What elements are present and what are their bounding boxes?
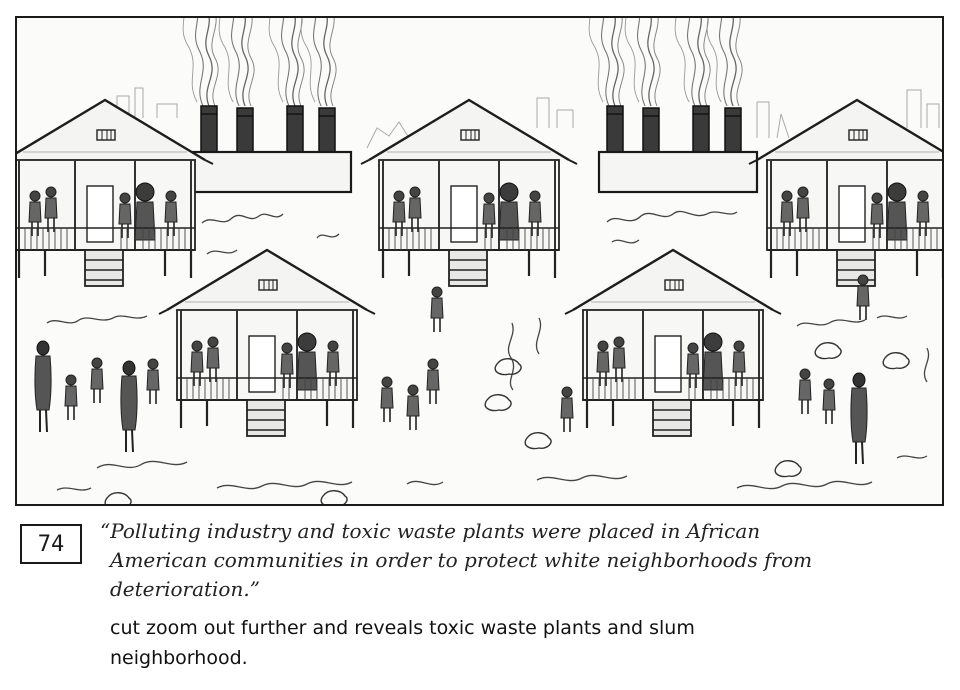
storyboard-panel <box>15 16 944 506</box>
quote-line-1: “Polluting industry and toxic waste plan… <box>100 519 761 543</box>
shot-direction: cut zoom out further and reveals toxic w… <box>110 613 930 673</box>
frame-number: 74 <box>20 524 82 564</box>
direction-line-1: cut zoom out further and reveals toxic w… <box>110 617 695 639</box>
frame-number-label: 74 <box>37 531 65 557</box>
quote-line-2: American communities in order to protect… <box>110 548 813 572</box>
storyboard-sketch <box>17 18 942 504</box>
narration-quote: “Polluting industry and toxic waste plan… <box>100 517 930 604</box>
house-back-left <box>17 100 213 286</box>
direction-line-2: neighborhood. <box>110 647 248 669</box>
toxic-waste-scribbles <box>46 210 930 491</box>
toxic-waste-plant-left <box>179 18 351 192</box>
toxic-waste-plant-right <box>585 18 757 192</box>
quote-line-3: deterioration.” <box>110 577 260 601</box>
house-front-right <box>565 250 781 436</box>
house-back-center <box>361 100 577 286</box>
house-back-right <box>749 100 942 286</box>
